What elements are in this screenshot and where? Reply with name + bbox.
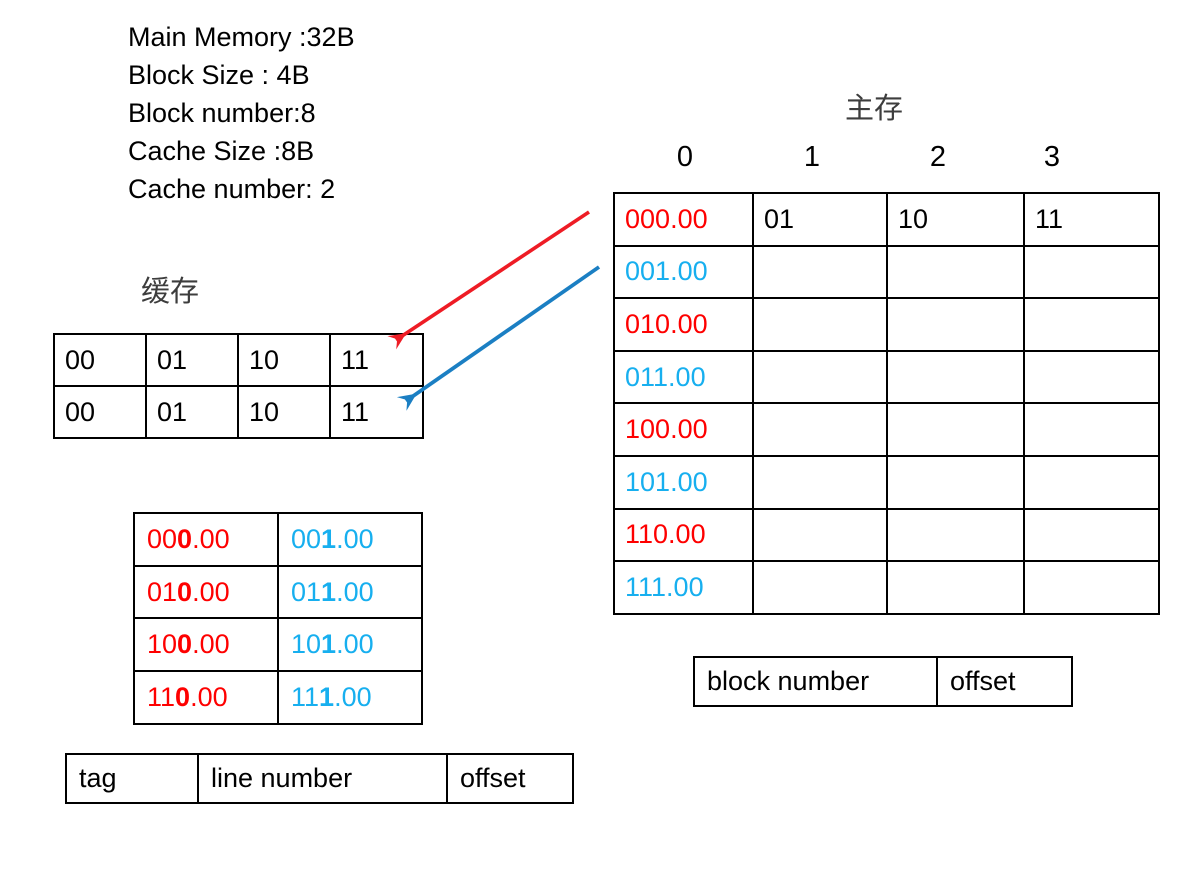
- mapping-row-3: 110.00 111.00: [133, 670, 423, 725]
- memory-address-1: 001.00: [613, 244, 754, 300]
- memory-row-5: 101.00: [613, 454, 1160, 510]
- memory-cell-2-2: [886, 297, 1025, 352]
- cache-cell-0-0: 00: [53, 333, 147, 387]
- cache-cell-0-2: 10: [237, 333, 331, 387]
- memory-address-0: 000.00: [613, 192, 754, 247]
- memory-row-2: 010.00: [613, 297, 1160, 352]
- spec-line-block-number: Block number:8: [128, 98, 316, 128]
- memory-cell-6-1: [752, 507, 888, 563]
- memory-cell-7-1: [752, 560, 888, 615]
- cache-cell-1-0: 00: [53, 385, 147, 439]
- memory-column-header-1: 1: [803, 141, 821, 173]
- legend-field-line-number: line number: [197, 753, 448, 804]
- memory-cell-2-3: [1023, 297, 1160, 352]
- memory-cell-6-3: [1023, 507, 1160, 563]
- memory-row-4: 100.00: [613, 402, 1160, 457]
- memory-cell-0-1: 01: [752, 192, 888, 247]
- memory-title: 主存: [845, 91, 904, 125]
- legend-field-block-offset: offset: [936, 656, 1073, 707]
- cache-cell-1-2: 10: [237, 385, 331, 439]
- address-mapping-table: 000.00 001.00 010.00 011.00 100.00 101.0…: [133, 512, 423, 725]
- memory-cell-0-2: 10: [886, 192, 1025, 247]
- memory-cell-7-2: [886, 560, 1025, 615]
- memory-cell-1-3: [1023, 244, 1160, 300]
- memory-address-format-legend: block number offset: [693, 656, 1073, 707]
- mapping-cell-0-left: 000.00: [133, 512, 279, 567]
- cache-cell-1-3: 11: [329, 385, 424, 439]
- spec-line-block-size: Block Size : 4B: [128, 60, 310, 90]
- memory-address-4: 100.00: [613, 402, 754, 457]
- memory-column-header-2: 2: [929, 141, 947, 173]
- memory-address-3: 011.00: [613, 349, 754, 405]
- memory-column-header-3: 3: [1043, 141, 1061, 173]
- mapping-cell-3-right: 111.00: [277, 670, 423, 725]
- mapping-cell-2-left: 100.00: [133, 617, 279, 673]
- memory-cell-6-2: [886, 507, 1025, 563]
- memory-row-1: 001.00: [613, 244, 1160, 300]
- mapping-cell-2-right: 101.00: [277, 617, 423, 673]
- memory-address-2: 010.00: [613, 297, 754, 352]
- legend-field-tag: tag: [65, 753, 199, 804]
- legend-field-block-number: block number: [693, 656, 938, 707]
- memory-cell-4-2: [886, 402, 1025, 457]
- mapping-cell-1-right: 011.00: [277, 564, 423, 620]
- spec-text-block: Main Memory :32B Block Size : 4B Block n…: [128, 18, 355, 208]
- main-memory-table: 000.00 01 10 11 001.00 010.00 011.00: [613, 192, 1160, 615]
- cache-cell-0-3: 11: [329, 333, 424, 387]
- legend-field-offset: offset: [446, 753, 574, 804]
- memory-row-3: 011.00: [613, 349, 1160, 405]
- mapping-cell-1-left: 010.00: [133, 564, 279, 620]
- tag-legend-row: tag line number offset: [65, 753, 574, 804]
- memory-row-7: 111.00: [613, 560, 1160, 615]
- memory-cell-3-1: [752, 349, 888, 405]
- memory-row-0: 000.00 01 10 11: [613, 192, 1160, 247]
- memory-cell-2-1: [752, 297, 888, 352]
- red-mapping-arrow: [387, 210, 590, 350]
- memory-cell-4-1: [752, 402, 888, 457]
- memory-address-7: 111.00: [613, 560, 754, 615]
- spec-line-main-memory: Main Memory :32B: [128, 22, 355, 52]
- memory-cell-7-3: [1023, 560, 1160, 615]
- cache-cell-1-1: 01: [145, 385, 239, 439]
- memory-address-6: 110.00: [613, 507, 754, 563]
- spec-line-cache-number: Cache number: 2: [128, 174, 336, 204]
- memory-cell-5-2: [886, 454, 1025, 510]
- memory-column-header-0: 0: [676, 141, 694, 173]
- mapping-row-2: 100.00 101.00: [133, 617, 423, 673]
- cache-table: 00 01 10 11 00 01 10 11: [53, 333, 424, 439]
- memory-cell-5-1: [752, 454, 888, 510]
- block-legend-row: block number offset: [693, 656, 1073, 707]
- mapping-row-0: 000.00 001.00: [133, 512, 423, 567]
- cache-row-0: 00 01 10 11: [53, 333, 424, 387]
- memory-cell-3-2: [886, 349, 1025, 405]
- memory-cell-0-3: 11: [1023, 192, 1160, 247]
- mapping-row-1: 010.00 011.00: [133, 564, 423, 620]
- cache-address-format-legend: tag line number offset: [65, 753, 574, 804]
- memory-cell-5-3: [1023, 454, 1160, 510]
- memory-cell-4-3: [1023, 402, 1160, 457]
- memory-cell-3-3: [1023, 349, 1160, 405]
- memory-cell-1-2: [886, 244, 1025, 300]
- mapping-cell-3-left: 110.00: [133, 670, 279, 725]
- blue-mapping-arrow: [396, 265, 601, 411]
- memory-row-6: 110.00: [613, 507, 1160, 563]
- cache-cell-0-1: 01: [145, 333, 239, 387]
- memory-address-5: 101.00: [613, 454, 754, 510]
- mapping-cell-0-right: 001.00: [277, 512, 423, 567]
- memory-cell-1-1: [752, 244, 888, 300]
- spec-line-cache-size: Cache Size :8B: [128, 136, 315, 166]
- cache-row-1: 00 01 10 11: [53, 385, 424, 439]
- cache-title: 缓存: [141, 274, 200, 308]
